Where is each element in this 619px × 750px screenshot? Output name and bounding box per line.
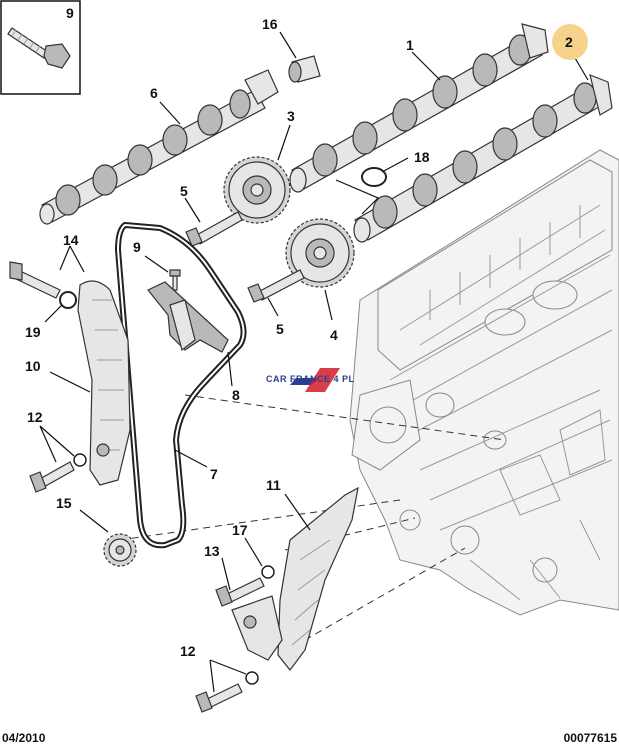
part-3-vvt-sprocket xyxy=(223,156,291,224)
part-10-tensioner-shoe xyxy=(77,280,131,486)
callout-18: 18 xyxy=(414,149,430,165)
callout-7: 7 xyxy=(210,466,218,482)
part-12-bolt-lower xyxy=(195,671,259,713)
callout-2: 2 xyxy=(565,34,573,50)
callout-19: 19 xyxy=(25,324,41,340)
leader-lines xyxy=(39,31,589,693)
callout-17: 17 xyxy=(232,522,248,538)
part-11-chain-guide xyxy=(231,486,359,671)
alignment-lines xyxy=(119,394,506,641)
callout-13: 13 xyxy=(204,543,220,559)
part-5-bolt-lower xyxy=(247,269,305,303)
part-14-bolt xyxy=(9,261,61,299)
bolt-inset-icon xyxy=(7,27,71,69)
callout-5-upper: 5 xyxy=(180,183,188,199)
callout-4: 4 xyxy=(330,327,338,343)
part-16-plug xyxy=(288,55,321,83)
part-19-seal-ring xyxy=(59,291,77,309)
camshaft-6 xyxy=(39,69,279,225)
callout-9-inset: 9 xyxy=(66,5,74,21)
callout-6: 6 xyxy=(150,85,158,101)
part-13-bolt xyxy=(215,577,265,607)
part-9-screw xyxy=(169,269,181,291)
callout-2-highlight xyxy=(552,24,588,60)
callout-14: 14 xyxy=(63,232,79,248)
callout-5-lower: 5 xyxy=(276,321,284,337)
diagram-date: 04/2010 xyxy=(2,731,46,745)
part-15-crank-sprocket xyxy=(103,533,137,567)
diagram-reference-number: 00077615 xyxy=(564,731,618,745)
part-12-bolt-upper xyxy=(29,453,87,493)
watermark-logo: CAR FRANCE 4 PL xyxy=(266,368,355,392)
callout-8: 8 xyxy=(232,387,240,403)
camshaft-2 xyxy=(353,74,613,243)
callout-15: 15 xyxy=(56,495,72,511)
callout-11: 11 xyxy=(266,477,281,493)
callout-10: 10 xyxy=(25,358,41,374)
part-18-seal-ring xyxy=(361,167,387,187)
callout-12-lower: 12 xyxy=(180,643,196,659)
engine-block xyxy=(349,149,619,616)
callout-1: 1 xyxy=(406,37,414,53)
callout-16: 16 xyxy=(262,16,278,32)
camshaft-1 xyxy=(289,23,549,193)
callout-12-upper: 12 xyxy=(27,409,43,425)
callout-3: 3 xyxy=(287,108,295,124)
part-7-timing-chain xyxy=(115,222,247,549)
part-5-bolt-upper xyxy=(185,211,243,247)
watermark-text: CAR FRANCE 4 PL xyxy=(266,374,355,384)
part-4-vvt-sprocket xyxy=(285,218,355,288)
part-9-inset-box: 9 xyxy=(0,0,81,95)
part-17-seal-ring xyxy=(261,565,275,579)
part-8-chain-guide xyxy=(147,281,229,353)
callout-9: 9 xyxy=(133,239,141,255)
